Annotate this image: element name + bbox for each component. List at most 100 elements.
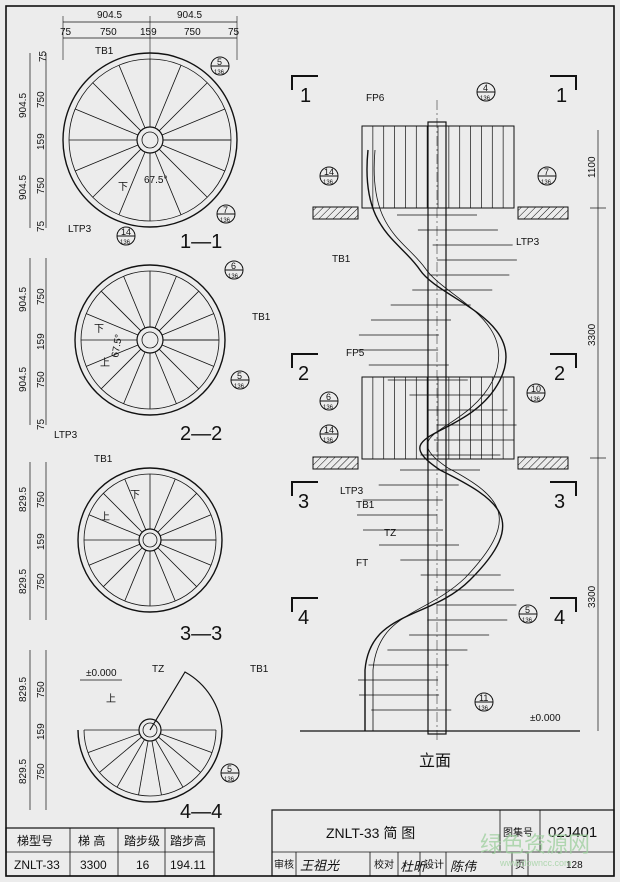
plan-2-2: 904.5 750 159 904.5 750 75 TB1 LTP3 下 上 … — [18, 258, 271, 445]
label-up: 上 — [100, 357, 110, 369]
plan-1-1-drawing — [62, 52, 238, 228]
title-block: ZNLT-33 简 图 图集号 02J401 审核 王祖光 校对 杜昕 设计 陈… — [271, 809, 615, 877]
svg-text:6: 6 — [326, 392, 331, 402]
dim-left-4: 159 — [36, 133, 47, 150]
callout-14: 14 136 — [116, 226, 136, 246]
svg-text:136: 136 — [228, 274, 239, 280]
plan-3-3: 829.5 750 159 829.5 750 TB1 下 上 3—3 — [18, 454, 223, 645]
dim-left-5: 904.5 — [18, 175, 29, 200]
drawing-title: ZNLT-33 简 图 — [326, 825, 415, 841]
dim-left-7: 75 — [36, 220, 47, 232]
svg-text:5: 5 — [237, 371, 242, 381]
label-tb1: TB1 — [250, 664, 269, 675]
dim-sub-1: 75 — [60, 27, 72, 38]
checker-signature: 杜昕 — [400, 859, 428, 874]
dim-left-1: 829.5 — [18, 677, 29, 702]
svg-text:5: 5 — [525, 605, 530, 615]
table-header: 梯 高 — [78, 833, 105, 848]
page-label: 页 — [515, 859, 525, 871]
svg-text:14: 14 — [324, 425, 334, 435]
callout-6: 6 136 — [319, 391, 339, 411]
review-label: 审核 — [274, 858, 294, 871]
label-up: 上 — [100, 511, 110, 523]
callout-14: 14 136 — [319, 166, 339, 186]
dim-left-4: 829.5 — [18, 569, 29, 594]
table-cell: 3300 — [80, 858, 107, 872]
section-mark: 3 — [554, 491, 565, 513]
reviewer-signature: 王祖光 — [300, 858, 340, 873]
dim-left-4: 829.5 — [18, 759, 29, 784]
dim-sub-2: 750 — [100, 27, 117, 38]
label-tb1: TB1 — [252, 312, 271, 323]
plan-2-2-drawing — [74, 264, 226, 416]
label-down: 下 — [130, 490, 140, 501]
dim-left-6: 750 — [36, 177, 47, 194]
label-tz: TZ — [384, 528, 396, 539]
svg-text:7: 7 — [544, 167, 549, 177]
section-marks — [291, 75, 577, 612]
svg-text:136: 136 — [323, 405, 334, 411]
label-ltp3: LTP3 — [516, 237, 540, 248]
label-tb1: TB1 — [95, 46, 114, 57]
table-cell: ZNLT-33 — [14, 858, 60, 872]
svg-text:136: 136 — [530, 397, 541, 403]
section-title-1-1: 1—1 — [180, 231, 222, 253]
table-cell: 194.11 — [170, 858, 206, 872]
label-level: ±0.000 — [530, 713, 561, 724]
page-number: 128 — [566, 860, 583, 871]
label-up: 上 — [106, 693, 116, 705]
svg-text:6: 6 — [231, 261, 236, 271]
svg-text:10: 10 — [531, 384, 541, 394]
callout-5: 5 136 — [518, 604, 538, 624]
dim-height: 1100 — [587, 156, 598, 178]
design-label: 设计 — [424, 858, 444, 871]
svg-text:5: 5 — [227, 764, 232, 774]
callout-11: 11 136 — [474, 692, 494, 712]
callout-4: 4 136 — [476, 82, 496, 102]
dim-left-6: 75 — [36, 418, 47, 430]
atlas-number: 02J401 — [548, 824, 597, 841]
svg-text:14: 14 — [121, 227, 131, 237]
watermark: 绿色资源网 www.downcc.com — [480, 832, 590, 868]
svg-text:136: 136 — [522, 618, 533, 624]
label-angle: 67.5° — [110, 333, 125, 358]
dim-left-5: 750 — [36, 371, 47, 388]
table-header: 踏步级 — [124, 834, 160, 848]
svg-text:14: 14 — [324, 167, 334, 177]
svg-text:136: 136 — [323, 438, 334, 444]
label-fp6: FP6 — [366, 93, 385, 104]
svg-text:136: 136 — [224, 777, 235, 783]
table-header: 踏步高 — [170, 833, 206, 848]
dim-left-1: 904.5 — [18, 287, 29, 312]
sheet-border — [5, 5, 615, 877]
svg-text:136: 136 — [323, 180, 334, 186]
label-tb1: TB1 — [332, 254, 351, 265]
svg-text:136: 136 — [120, 240, 131, 246]
dim-left-4: 904.5 — [18, 367, 29, 392]
dim-left-2: 904.5 — [18, 93, 29, 118]
label-tb1: TB1 — [94, 454, 113, 465]
plan-3-3-drawing — [77, 467, 223, 613]
dim-left-3: 159 — [36, 333, 47, 350]
designer-signature: 陈伟 — [450, 859, 478, 874]
section-mark: 3 — [298, 491, 309, 513]
dim-left-2: 750 — [36, 491, 47, 508]
elevation-title: 立面 — [419, 752, 451, 770]
callout-5: 5 136 — [220, 763, 240, 783]
callout-5: 5 136 — [210, 56, 230, 76]
table-header: 梯型号 — [17, 834, 53, 848]
label-ltp3: LTP3 — [340, 486, 364, 497]
label-fp5: FP5 — [346, 348, 365, 359]
floor-slab — [312, 206, 359, 220]
svg-text:136: 136 — [220, 218, 231, 224]
dim-sub-4: 750 — [184, 27, 201, 38]
check-label: 校对 — [374, 858, 394, 871]
dim-sub-3: 159 — [140, 27, 157, 38]
svg-text:4: 4 — [483, 83, 488, 93]
dim-left-5: 750 — [36, 763, 47, 780]
plan-1-1: 904.5 904.5 75 750 159 750 75 75 904.5 7… — [18, 10, 240, 253]
svg-text:11: 11 — [479, 693, 488, 703]
dim-top-right: 904.5 — [177, 10, 202, 21]
section-mark: 1 — [556, 85, 567, 107]
